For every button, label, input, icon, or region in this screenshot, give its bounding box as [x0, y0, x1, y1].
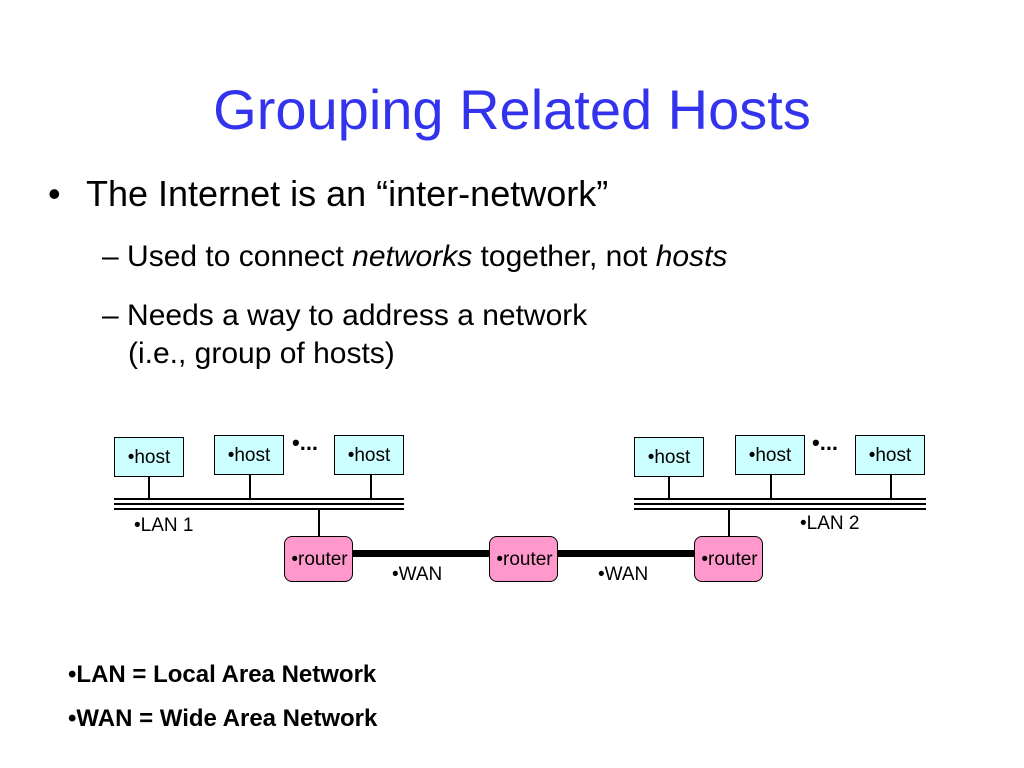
host-drop-line	[890, 474, 892, 498]
router-box: •router	[489, 536, 558, 582]
sub2-line1: Needs a way to address a network	[127, 299, 588, 332]
router-box: •router	[284, 536, 353, 582]
host-box: •host	[634, 437, 704, 477]
hosts-ellipsis: •...	[812, 430, 839, 455]
sub1-part1: Used to connect	[127, 240, 353, 273]
main-bullet-text: The Internet is an “inter-network”	[86, 173, 609, 214]
lan1-label: •LAN 1	[134, 515, 194, 536]
sub1-hosts: hosts	[655, 240, 728, 273]
host-box: •host	[855, 435, 925, 475]
sub-bullet-connect: – Used to connect networks together, not…	[102, 238, 727, 276]
lan2-bus	[634, 508, 926, 510]
sub-bullet-address: – Needs a way to address a network (i.e.…	[102, 297, 587, 372]
lan2-bus	[634, 503, 926, 505]
router-drop-line	[728, 509, 730, 536]
host-box: •host	[214, 435, 284, 475]
main-bullet: • The Internet is an “inter-network”	[48, 172, 608, 215]
router-drop-line	[318, 509, 320, 536]
sub2-line2: (i.e., group of hosts)	[128, 336, 395, 370]
hosts-ellipsis: •...	[292, 430, 319, 455]
host-drop-line	[370, 474, 372, 498]
host-box: •host	[114, 437, 184, 477]
lan-definition: •LAN = Local Area Network	[68, 661, 377, 688]
wan-definition: •WAN = Wide Area Network	[68, 705, 378, 732]
wan-link	[352, 550, 490, 557]
sub-dash: –	[102, 299, 119, 332]
wan-label: •WAN	[392, 564, 443, 585]
sub1-part2: together, not	[472, 240, 656, 273]
host-drop-line	[148, 476, 150, 498]
wan-label: •WAN	[598, 564, 649, 585]
lan2-label: •LAN 2	[800, 513, 860, 534]
sub1-networks: networks	[352, 240, 473, 273]
host-drop-line	[249, 474, 251, 498]
router-box: •router	[694, 536, 763, 582]
bullet-marker: •	[48, 173, 61, 214]
slide-title: Grouping Related Hosts	[213, 78, 811, 141]
lan1-bus	[114, 508, 404, 510]
host-box: •host	[735, 435, 805, 475]
host-drop-line	[668, 476, 670, 498]
lan1-bus	[114, 503, 404, 505]
wan-link	[557, 550, 694, 557]
lan1-bus	[114, 498, 404, 500]
host-box: •host	[334, 435, 404, 475]
host-drop-line	[770, 474, 772, 498]
lan2-bus	[634, 498, 926, 500]
sub-dash: –	[102, 240, 119, 273]
